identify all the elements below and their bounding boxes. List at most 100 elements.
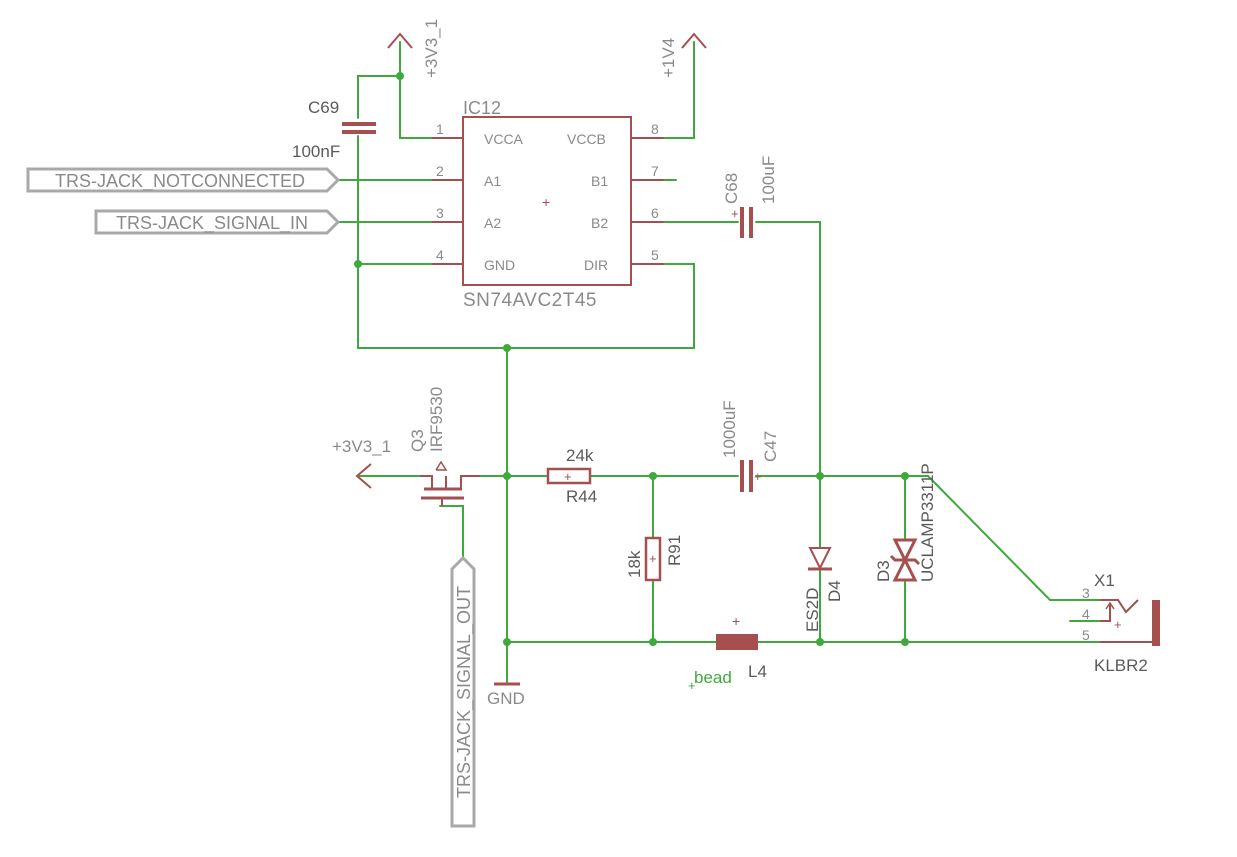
x1-pin-num: 3 [1082, 585, 1090, 601]
ic-pin-name: A2 [484, 215, 501, 231]
gnd-symbol[interactable]: GND [487, 682, 525, 708]
resistor-body-icon [546, 467, 592, 485]
jack-body-icon [1152, 600, 1160, 646]
c68-value: 100uF [759, 156, 778, 204]
c69-value: 100nF [292, 142, 340, 161]
mosfet-q3[interactable]: Q3 IRF9530 [408, 387, 480, 506]
tvs-diode-d3[interactable]: D3 UCLAMP3311P [874, 463, 937, 582]
junction-dot [901, 638, 909, 646]
port-notconnected[interactable]: TRS-JACK_NOTCONNECTED [26, 167, 341, 193]
c47-value: 1000uF [720, 400, 739, 458]
x1-pin-num: 4 [1082, 606, 1090, 622]
junction-dot [503, 638, 511, 646]
ic-pin-num: 4 [436, 247, 444, 263]
ic-body [462, 116, 632, 286]
junction-dot [354, 260, 362, 268]
supply-3v3-left[interactable]: +3V3_1 [332, 437, 391, 489]
ic-pin-name: VCCA [484, 131, 524, 147]
capacitor-c68[interactable]: + C68 100uF [722, 156, 778, 238]
jack-contact-icon [1105, 601, 1115, 610]
wire-c68-out [755, 221, 821, 477]
l4-value: bead [694, 668, 732, 687]
d4-ref: D4 [825, 580, 844, 602]
d3-ref: D3 [874, 560, 893, 582]
resistor-r91[interactable]: + 18k R91 [625, 535, 684, 582]
capacitor-c69[interactable]: C69 100nF [292, 98, 376, 161]
c69-ref: C69 [308, 98, 339, 117]
port-flag-icon [94, 209, 341, 235]
jack-x1[interactable]: 3 4 5 + X1 KLBR2 [1082, 571, 1160, 675]
l4-plus: + [732, 613, 740, 629]
ic-pin-name: A1 [484, 173, 501, 189]
bead-body-icon [716, 634, 758, 650]
c68-plus: + [731, 206, 739, 221]
junction-dot [649, 472, 657, 480]
mosfet-lead-icon [420, 475, 433, 488]
ic-origin-plus: + [542, 194, 550, 210]
capacitor-c47[interactable]: + 1000uF C47 [720, 400, 780, 492]
ic-pin-num: 7 [651, 163, 659, 179]
junction-dot [816, 472, 824, 480]
port-signal-out-label: TRS-JACK_SIGNAL_OUT [454, 586, 475, 798]
ic-pin-name: DIR [584, 257, 608, 273]
junction-dot [396, 72, 404, 80]
q3-ref: Q3 [408, 429, 427, 452]
wire-1v4 [663, 41, 695, 139]
ic-pin-num: 5 [651, 247, 659, 263]
junction-dot [901, 472, 909, 480]
gnd-label: GND [487, 689, 525, 708]
ic-value: SN74AVC2T45 [463, 290, 597, 311]
ic-ref: IC12 [463, 98, 501, 118]
inductor-l4[interactable]: + bead + L4 [688, 613, 767, 693]
jack-contact-icon [1100, 604, 1111, 622]
port-notconnected-label: TRS-JACK_NOTCONNECTED [55, 171, 305, 192]
x1-value: KLBR2 [1094, 656, 1148, 675]
tvs-bar-icon [889, 554, 921, 566]
mosfet-arrow-icon [435, 460, 448, 471]
r44-ref: R44 [566, 487, 597, 506]
l4-ref: L4 [748, 662, 767, 681]
junction-dot [649, 638, 657, 646]
port-flag-icon [26, 167, 341, 193]
arrow-up-icon [387, 32, 413, 49]
l4-origin-plus: + [688, 678, 696, 693]
c68-ref: C68 [722, 173, 741, 204]
r91-ref: R91 [665, 535, 684, 566]
c47-plus: + [754, 469, 762, 484]
resistor-r44[interactable]: + 24k R44 [546, 446, 597, 506]
ic-pin-name: VCCB [567, 131, 606, 147]
wire-c69-top [357, 75, 401, 119]
r44-value: 24k [566, 446, 594, 465]
supply-3v3-top-label: +3V3_1 [422, 19, 441, 78]
port-signal-in[interactable]: TRS-JACK_SIGNAL_IN [94, 209, 341, 235]
diode-d4[interactable]: ES2D D4 [803, 547, 844, 632]
r91-origin-plus: + [649, 551, 657, 566]
supply-3v3-top[interactable]: +3V3_1 [387, 19, 441, 78]
ic-pin-num: 8 [651, 121, 659, 137]
arrow-left-icon [355, 463, 372, 489]
ic-pin-num: 3 [436, 205, 444, 221]
x1-pin-num: 5 [1082, 627, 1090, 643]
ic12[interactable]: IC12 SN74AVC2T45 + 1 2 3 4 VCCA A1 A2 GN… [432, 98, 664, 311]
wire-dir [663, 263, 695, 349]
diode-triangle-icon [808, 547, 832, 571]
junctions [354, 72, 909, 646]
supply-1v4-label: +1V4 [659, 38, 678, 78]
tvs-triangle-icon [892, 556, 918, 582]
x1-origin-plus: + [1114, 617, 1122, 632]
q3-value: IRF9530 [427, 387, 446, 452]
wire-x1-pin3 [927, 475, 1101, 601]
r44-origin-plus: + [564, 469, 572, 484]
supply-1v4[interactable]: +1V4 [659, 32, 707, 78]
wires [337, 41, 1151, 683]
port-signal-out[interactable]: TRS-JACK_SIGNAL_OUT [450, 555, 476, 828]
tvs-triangle-icon [892, 538, 918, 564]
junction-dot [816, 638, 824, 646]
x1-ref: X1 [1094, 571, 1115, 590]
port-signal-in-label: TRS-JACK_SIGNAL_IN [116, 213, 308, 234]
ic-pin-name: B2 [591, 215, 608, 231]
ic-pin-name: GND [484, 257, 515, 273]
ic-pin-num: 1 [436, 121, 444, 137]
r91-value: 18k [625, 550, 644, 578]
